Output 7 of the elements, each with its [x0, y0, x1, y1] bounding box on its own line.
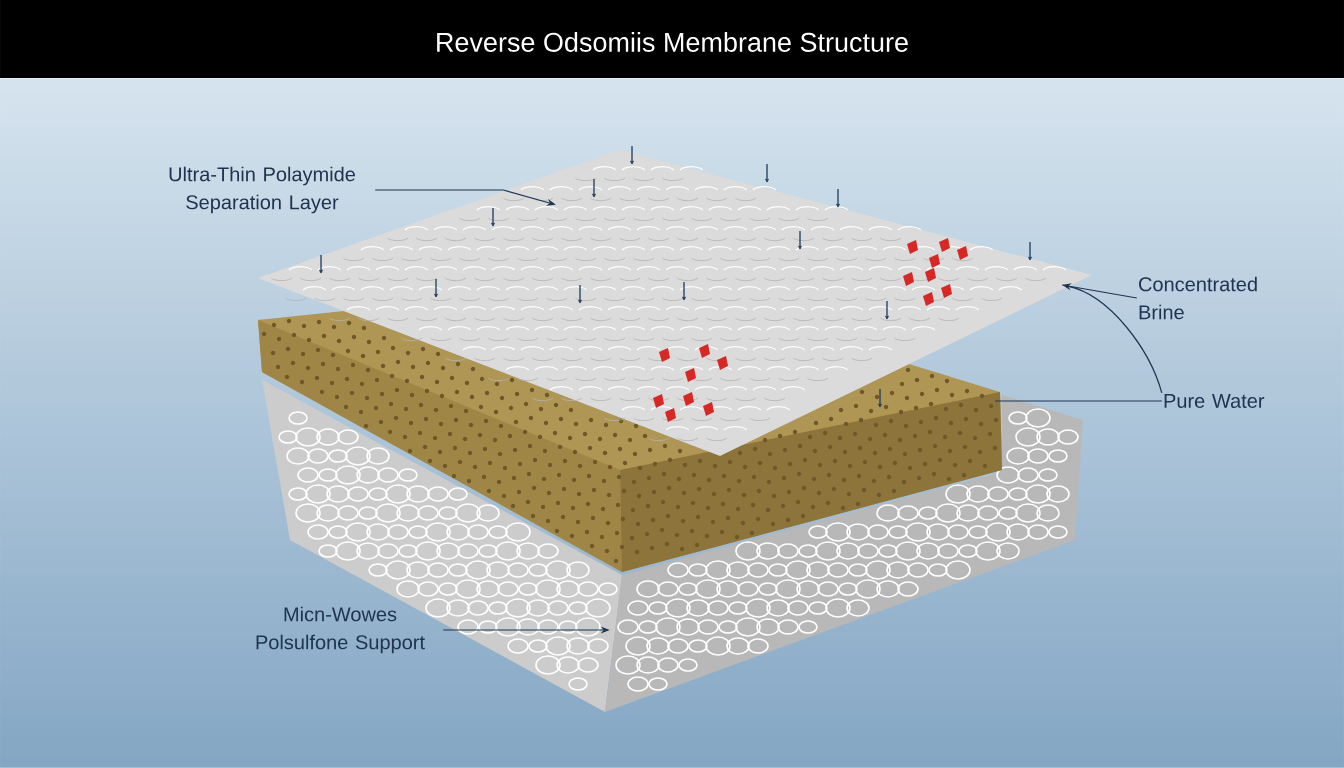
callout-label: Concentrated Brine — [1139, 276, 1257, 320]
callout-label: Pure Water — [1164, 394, 1265, 408]
callout-label: Micn-Wowes Polsulfone Support — [256, 606, 425, 654]
leader-line — [1061, 284, 1138, 299]
title-bar: Reverse Odsomiis Membrane Structure — [0, 0, 1344, 78]
leader-line — [994, 400, 1163, 402]
callout-label: Ultra-Thin Polaymide Separation Layer — [169, 166, 355, 214]
